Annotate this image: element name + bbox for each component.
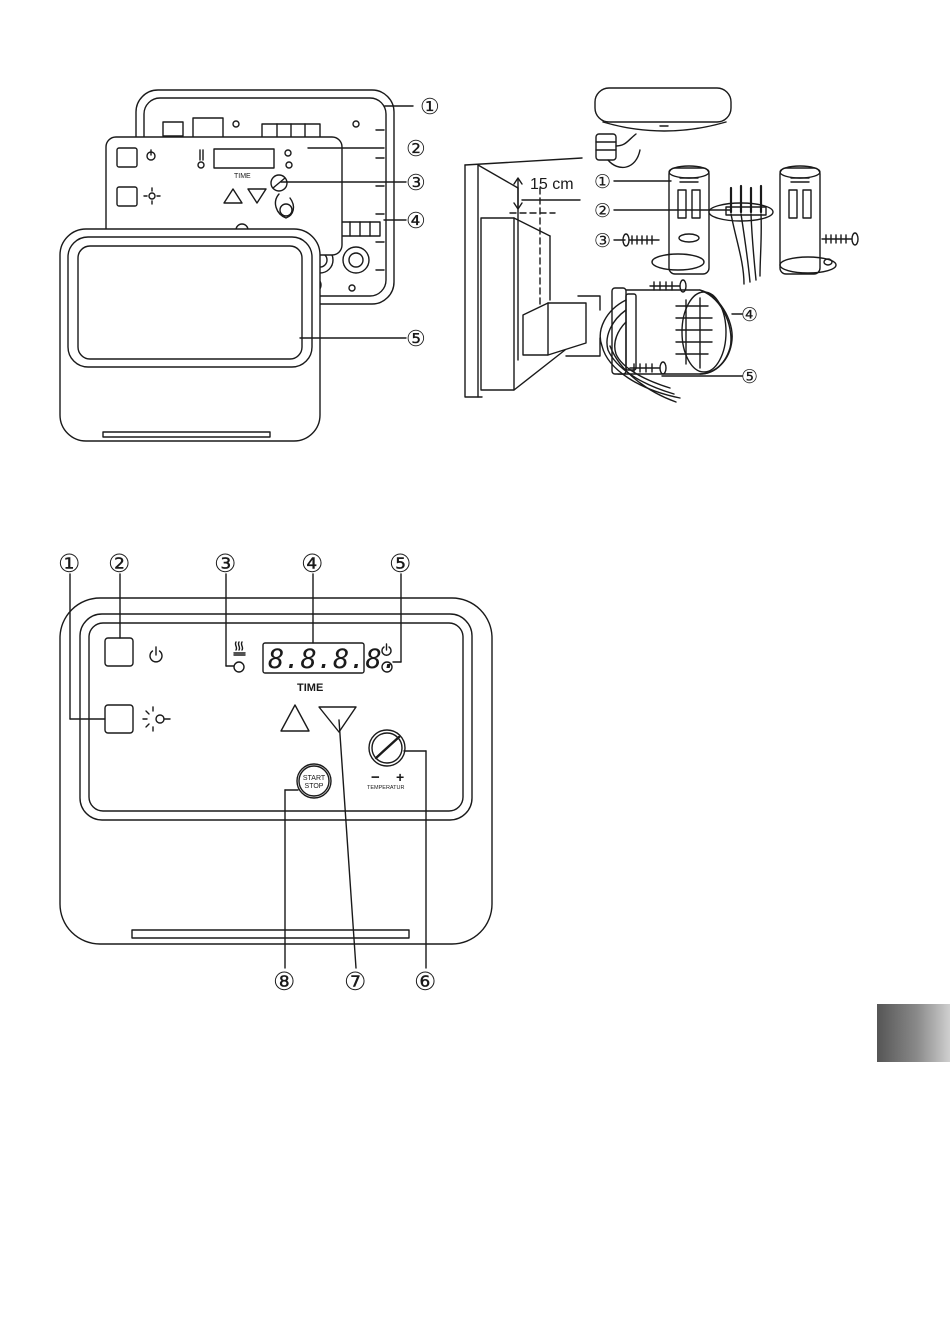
heater-led bbox=[234, 662, 244, 672]
fig2-callout-2: ② bbox=[594, 201, 611, 222]
fig2-callout-3: ③ bbox=[594, 231, 611, 252]
fig1-callout-3: ③ bbox=[406, 170, 426, 195]
up-arrow-button bbox=[281, 705, 309, 731]
fig1-callout-2: ② bbox=[406, 136, 426, 161]
fig1-time-label: TIME bbox=[234, 173, 251, 180]
sensor-connector bbox=[596, 134, 616, 160]
light-icon bbox=[143, 707, 170, 731]
fig3-callout-6: ⑥ bbox=[414, 968, 436, 996]
power-button bbox=[105, 638, 133, 666]
front-cover bbox=[60, 229, 320, 441]
figure-control-panel bbox=[60, 574, 492, 968]
fig1-callout-1: ① bbox=[420, 94, 440, 119]
screw-hole bbox=[233, 121, 239, 127]
fig2-callout-5: ⑤ bbox=[741, 367, 758, 388]
temp-label: TEMPERATUR bbox=[367, 785, 405, 791]
sensor-cap bbox=[595, 88, 731, 122]
door-frame bbox=[481, 218, 514, 390]
down-arrow-button bbox=[319, 707, 356, 732]
time-label: TIME bbox=[297, 682, 323, 694]
sensor-body bbox=[600, 288, 732, 402]
fig3-callout-4: ④ bbox=[301, 550, 323, 578]
fig3-callout-2: ② bbox=[108, 550, 130, 578]
start-label: START bbox=[303, 775, 326, 782]
fig2-callout-4: ④ bbox=[741, 305, 758, 326]
section-tab bbox=[877, 1004, 950, 1062]
fig3-callout-1: ① bbox=[58, 550, 80, 578]
fig3-callout-8: ⑧ bbox=[273, 968, 295, 996]
mounting-screw bbox=[623, 234, 659, 246]
figure-controller-exploded bbox=[60, 90, 413, 441]
fig3-callout-5: ⑤ bbox=[389, 550, 411, 578]
heater-icon bbox=[234, 642, 245, 655]
light-button bbox=[105, 705, 133, 733]
mounting-screw-right bbox=[822, 233, 858, 245]
display-digits: 8.8.8.8. bbox=[268, 644, 398, 675]
wall-edge bbox=[465, 165, 482, 397]
power-icon bbox=[150, 647, 162, 662]
temp-plus: + bbox=[396, 769, 404, 785]
screw-hole bbox=[353, 121, 359, 127]
stop-label: STOP bbox=[305, 783, 324, 790]
sensor-holder bbox=[669, 168, 709, 274]
figure-sensor-mounting bbox=[465, 88, 858, 402]
heater-box bbox=[523, 303, 586, 355]
distance-label: 15 cm bbox=[530, 176, 574, 193]
fig3-labels: ① ② ③ ④ ⑤ ⑧ ⑦ ⑥ 8.8.8.8. TIME START STOP… bbox=[58, 550, 436, 996]
sensor-holder-assembled bbox=[780, 168, 820, 274]
temp-minus: − bbox=[371, 769, 380, 786]
fig2-callout-1: ① bbox=[594, 172, 611, 193]
fig1-callout-4: ④ bbox=[406, 208, 426, 233]
fig1-callout-5: ⑤ bbox=[406, 326, 426, 351]
fig3-callout-7: ⑦ bbox=[344, 968, 366, 996]
temperature-knob bbox=[369, 730, 405, 766]
panel-bottom-slot bbox=[132, 930, 409, 938]
pcb-component bbox=[163, 122, 183, 136]
fig3-callout-3: ③ bbox=[214, 550, 236, 578]
pcb-relay bbox=[193, 118, 223, 138]
